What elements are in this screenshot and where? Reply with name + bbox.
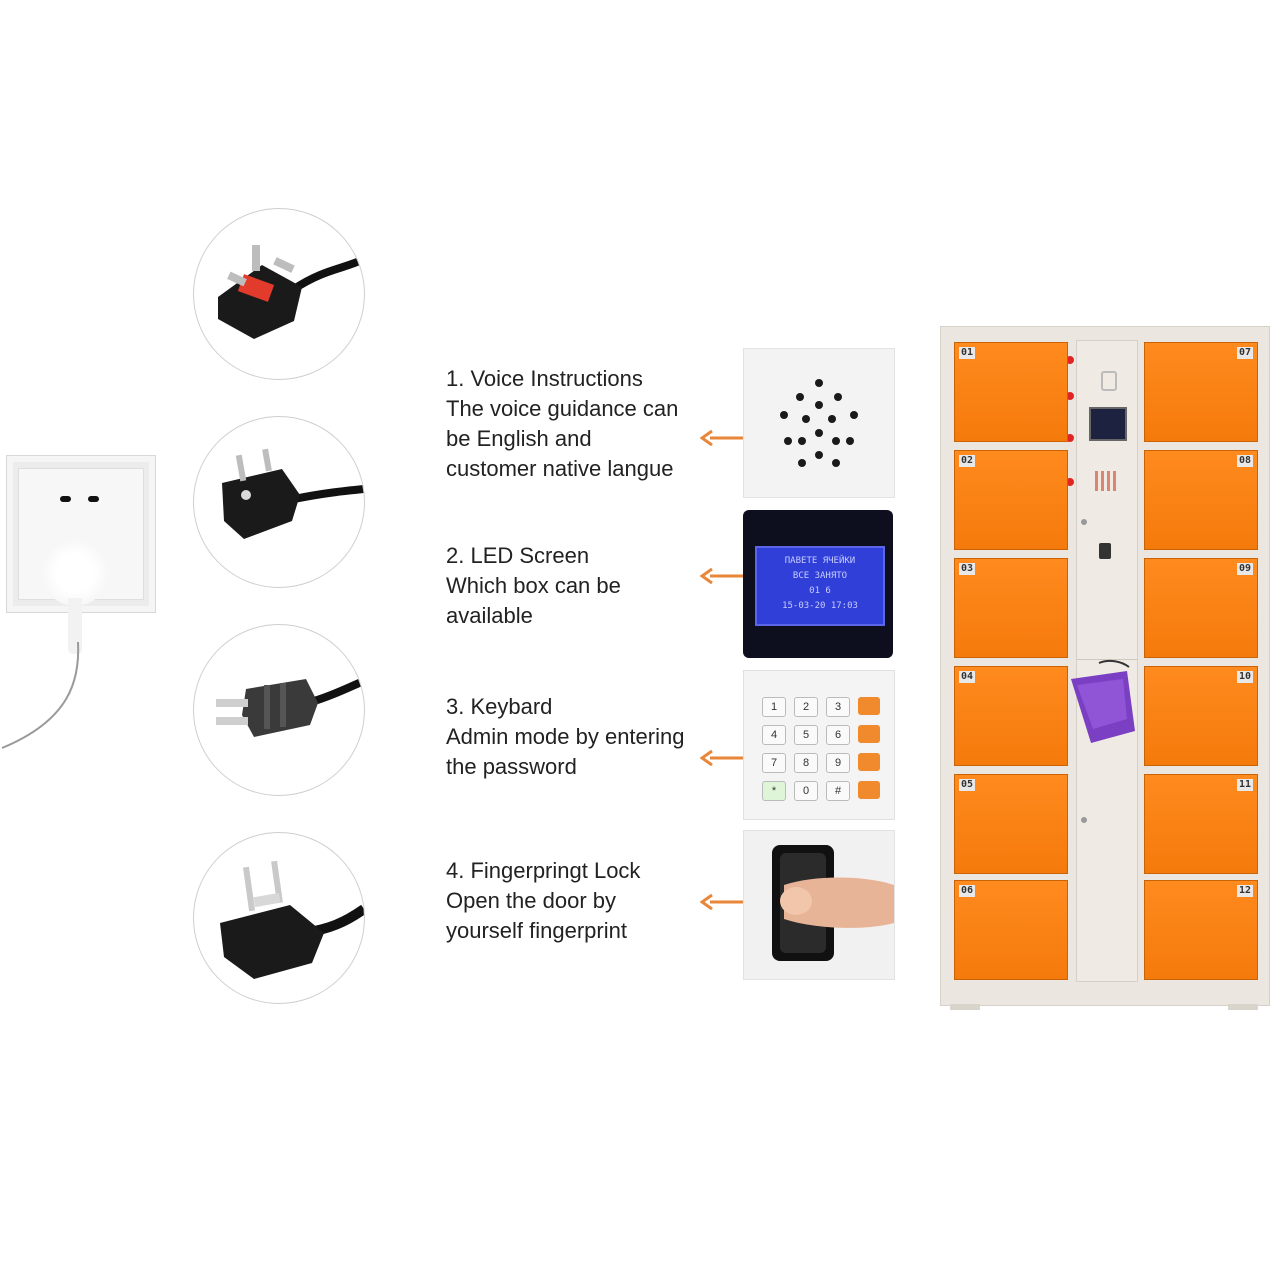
keypad-function-key[interactable] <box>858 753 880 771</box>
locker-door-02[interactable]: 02 <box>954 450 1068 550</box>
us-plug-icon <box>193 624 365 796</box>
keyhole-icon <box>1081 519 1087 525</box>
fingerprint-sensor <box>1099 543 1111 559</box>
keypad-key[interactable]: 3 <box>826 697 850 717</box>
led-line: ВСЕ ЗАНЯТО <box>792 571 848 581</box>
locker-door-number: 12 <box>1236 885 1253 897</box>
feature-title: 1. Voice Instructions <box>446 366 643 391</box>
feature-line: Admin mode by entering <box>446 724 685 749</box>
locker-door-number: 07 <box>1236 347 1253 359</box>
keypad-function-key[interactable] <box>858 781 880 799</box>
locker-keypad <box>1095 471 1117 491</box>
feature-fingerprint-lock: 4. Fingerpringt Lock Open the door by yo… <box>446 856 746 946</box>
uk-plug-icon <box>193 208 365 380</box>
keypad-key[interactable]: 7 <box>762 753 786 773</box>
feature-line: yourself fingerprint <box>446 918 627 943</box>
keypad-key[interactable]: # <box>826 781 850 801</box>
status-led <box>1066 478 1074 486</box>
led-screen-icon: ПАВЕТЕ ЯЧЕЙКИ ВСЕ ЗАНЯТО 01 6 15-03-20 1… <box>743 510 893 658</box>
feature-voice-instructions: 1. Voice Instructions The voice guidance… <box>446 364 746 484</box>
locker-door-number: 09 <box>1236 563 1253 575</box>
locker-door-07[interactable]: 07 <box>1144 342 1258 442</box>
feature-title: 4. Fingerpringt Lock <box>446 858 641 883</box>
locker-door-number: 11 <box>1236 779 1253 791</box>
socket-hole-right <box>88 496 99 502</box>
keypad-key[interactable]: 9 <box>826 753 850 773</box>
fingerprint-icon <box>743 830 895 980</box>
keypad-function-key[interactable] <box>858 725 880 743</box>
locker-control-panel <box>1071 340 1138 982</box>
china-plug-icon <box>193 416 365 588</box>
locker-door-11[interactable]: 11 <box>1144 774 1258 874</box>
locker-door-08[interactable]: 08 <box>1144 450 1258 550</box>
locker-door-04[interactable]: 04 <box>954 666 1068 766</box>
locker-foot <box>1228 1004 1258 1010</box>
feature-keyboard: 3. Keybard Admin mode by entering the pa… <box>446 692 746 782</box>
led-line: 15-03-20 17:03 <box>782 601 858 611</box>
australia-plug-icon <box>193 832 365 1004</box>
locker-door-09[interactable]: 09 <box>1144 558 1258 658</box>
plug-head-white <box>42 540 108 606</box>
locker-door-number: 01 <box>959 347 976 359</box>
speaker-grill <box>1101 371 1117 391</box>
feature-title: 3. Keybard <box>446 694 553 719</box>
keypad-key[interactable]: 4 <box>762 725 786 745</box>
locker-door-01[interactable]: 01 <box>954 342 1068 442</box>
feature-led-screen: 2. LED Screen Which box can be available <box>446 541 746 631</box>
feature-line: customer native langue <box>446 456 674 481</box>
feature-title: 2. LED Screen <box>446 543 590 568</box>
speaker-icon <box>743 348 895 498</box>
keypad-key[interactable]: 6 <box>826 725 850 745</box>
keypad-key[interactable]: 0 <box>794 781 818 801</box>
power-cable-icon <box>1 641 80 749</box>
led-line: 01 6 <box>809 586 831 596</box>
feature-line: Open the door by <box>446 888 617 913</box>
socket-hole-left <box>60 496 71 502</box>
keypad-key[interactable]: * <box>762 781 786 801</box>
locker-door-03[interactable]: 03 <box>954 558 1068 658</box>
keypad-key[interactable]: 5 <box>794 725 818 745</box>
keypad-key[interactable]: 8 <box>794 753 818 773</box>
locker-door-number: 03 <box>959 563 976 575</box>
locker-door-10[interactable]: 10 <box>1144 666 1258 766</box>
status-led <box>1066 434 1074 442</box>
locker-led-screen <box>1089 407 1127 441</box>
status-led <box>1066 392 1074 400</box>
keypad-function-key[interactable] <box>858 697 880 715</box>
led-line: ПАВЕТЕ ЯЧЕЙКИ <box>784 556 856 566</box>
locker-door-05[interactable]: 05 <box>954 774 1068 874</box>
keypad-key[interactable]: 2 <box>794 697 818 717</box>
locker-door-number: 04 <box>959 671 976 683</box>
locker-door-06[interactable]: 06 <box>954 880 1068 980</box>
locker-door-12[interactable]: 12 <box>1144 880 1258 980</box>
feature-line: the password <box>446 754 577 779</box>
feature-line: available <box>446 603 533 628</box>
locker-door-number: 10 <box>1236 671 1253 683</box>
locker-door-number: 08 <box>1236 455 1253 467</box>
led-display: ПАВЕТЕ ЯЧЕЙКИ ВСЕ ЗАНЯТО 01 6 15-03-20 1… <box>755 546 885 626</box>
status-led <box>1066 356 1074 364</box>
keyhole-icon <box>1081 817 1087 823</box>
plug-stem-white <box>68 598 82 654</box>
locker-door-number: 06 <box>959 885 976 897</box>
locker-foot <box>950 1004 980 1010</box>
purple-bag-icon <box>1071 659 1135 743</box>
locker-door-number: 02 <box>959 455 976 467</box>
keypad-key[interactable]: 1 <box>762 697 786 717</box>
locker-door-number: 05 <box>959 779 976 791</box>
feature-line: The voice guidance can <box>446 396 679 421</box>
feature-line: be English and <box>446 426 592 451</box>
feature-line: Which box can be <box>446 573 621 598</box>
